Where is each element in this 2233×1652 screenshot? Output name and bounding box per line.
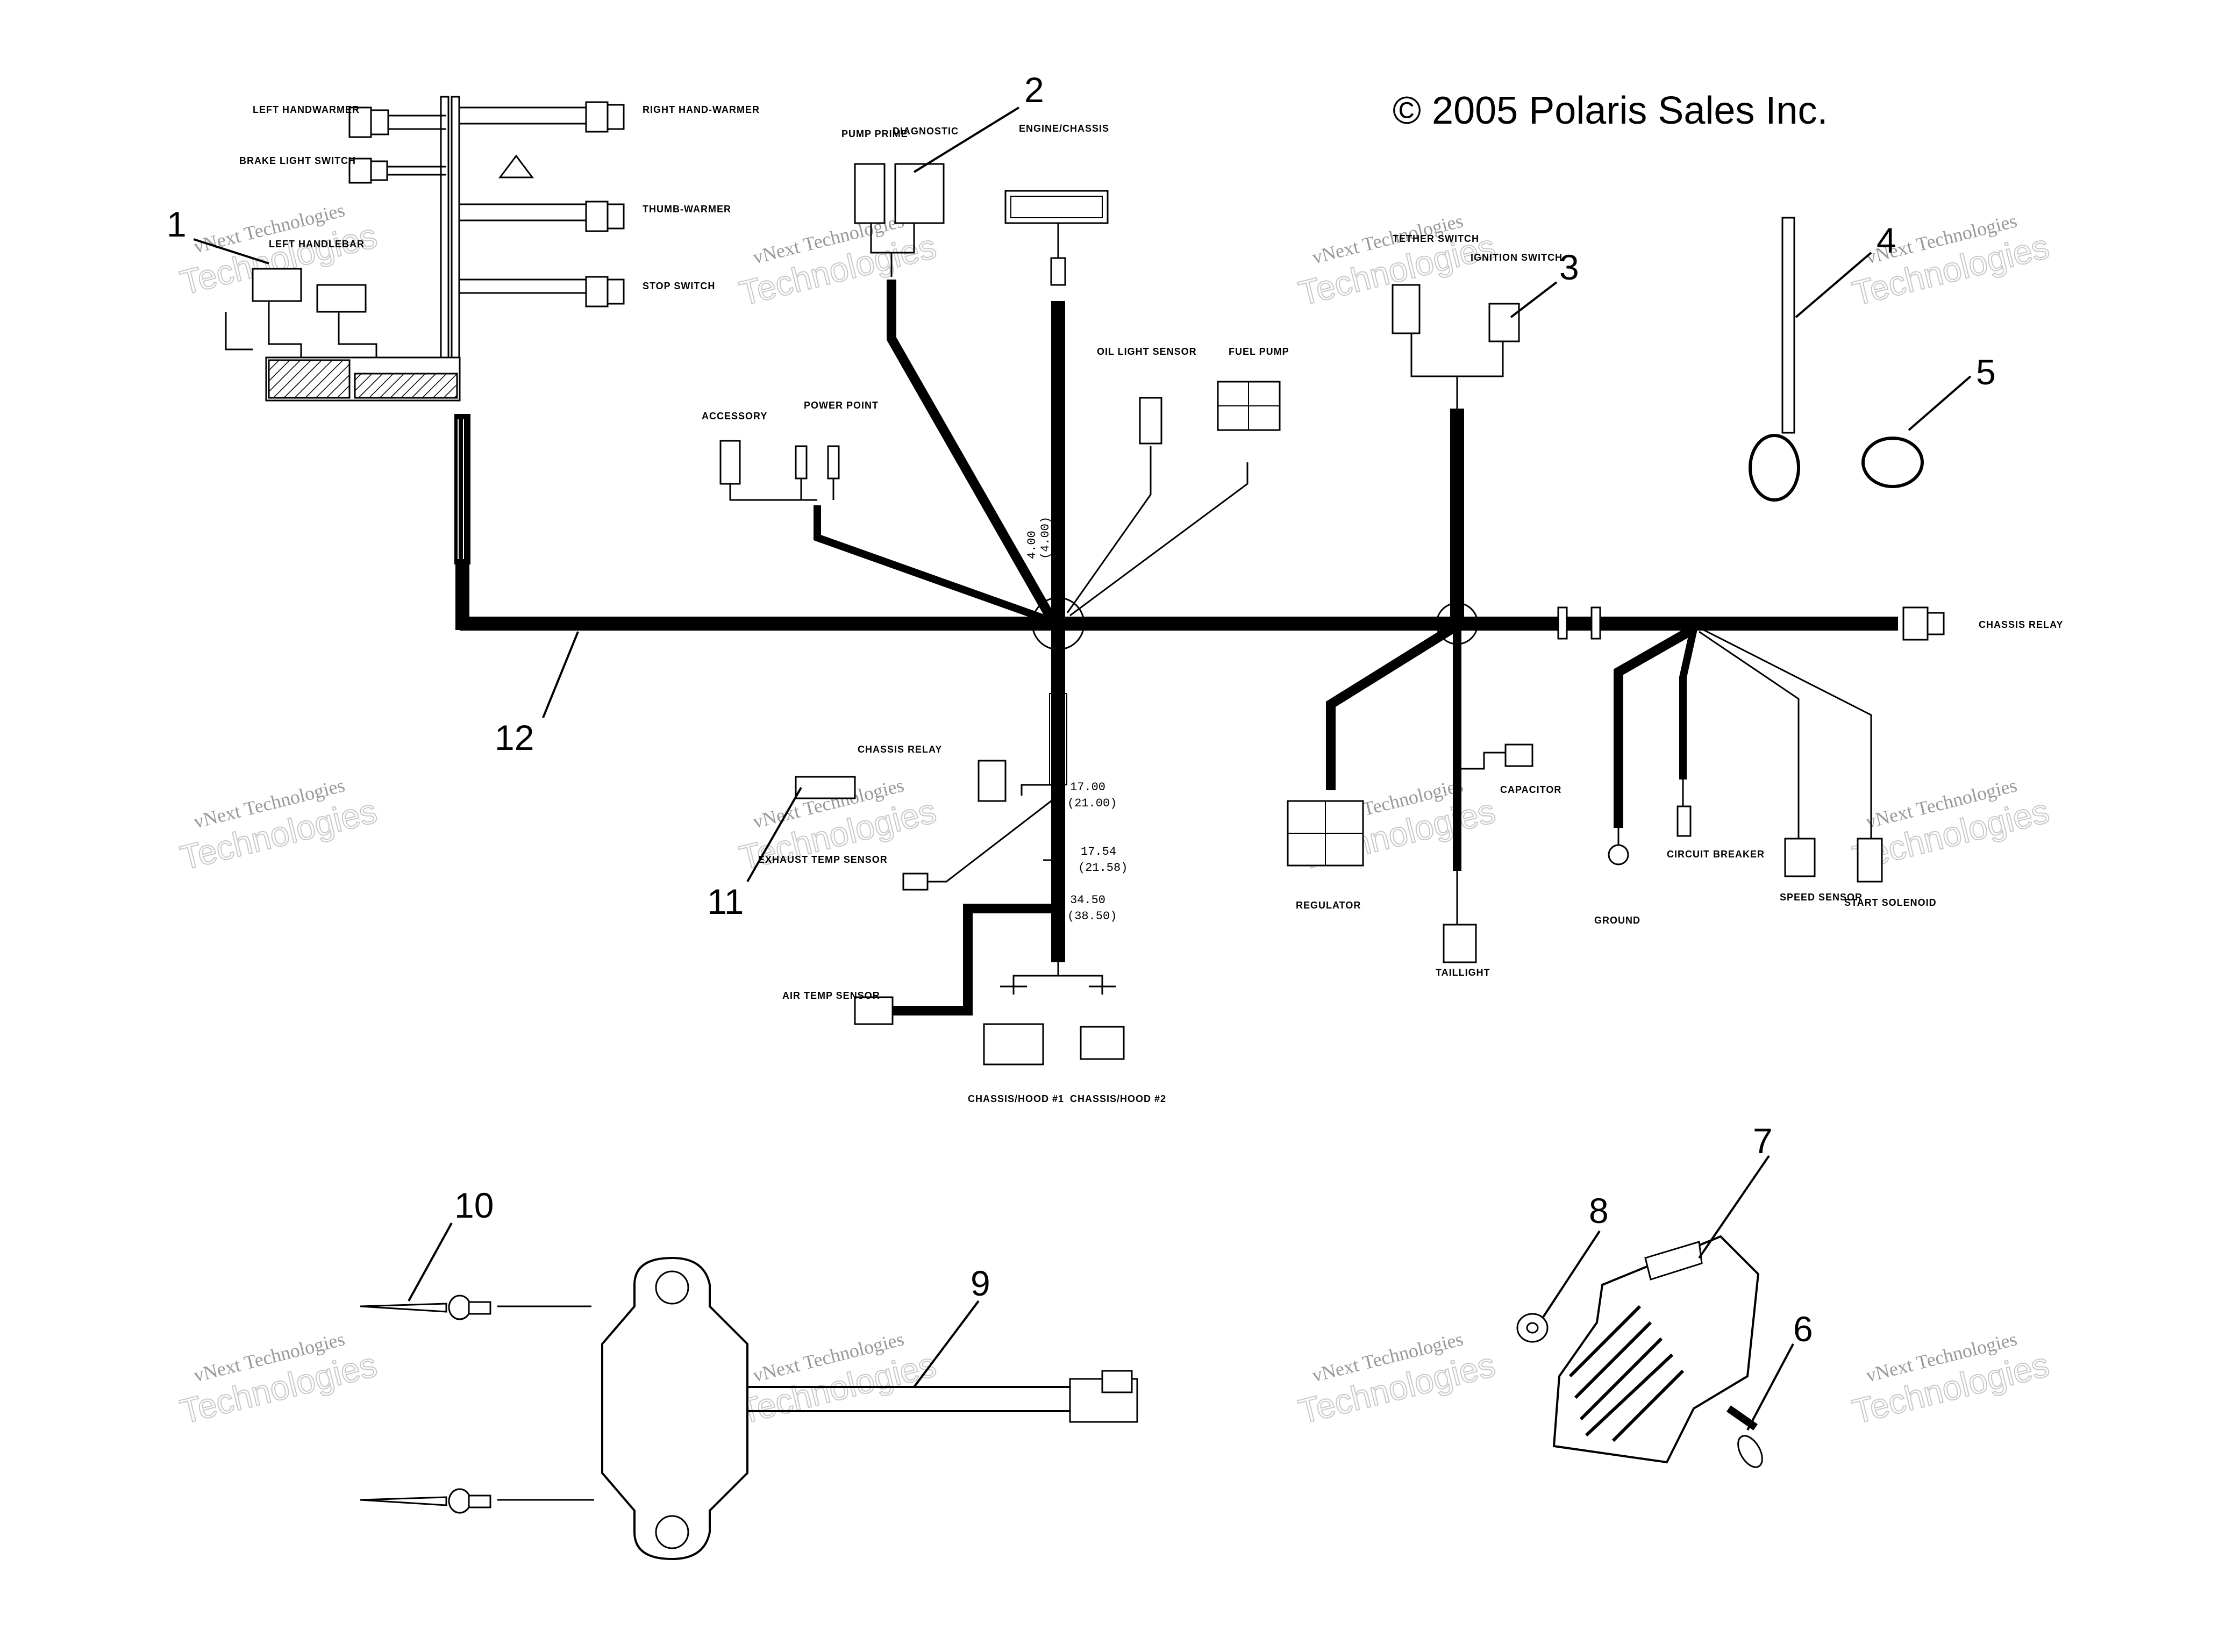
strap-parts xyxy=(1749,217,1924,502)
callout-11: 11 xyxy=(707,882,744,921)
chassis-hood-1-label: CHASSIS/HOOD #1 xyxy=(968,1093,1064,1104)
exhaust-temp-sensor-connector xyxy=(902,873,929,891)
diagnostic-connector xyxy=(894,163,945,224)
lower-center-connectors: CHASSIS RELAY EXHAUST TEMP SENSOR AIR TE… xyxy=(758,744,1166,1104)
chassis-relay-connector xyxy=(978,760,1007,802)
cdi-module-part xyxy=(360,1256,1138,1561)
tether-switch-connector xyxy=(1392,284,1421,334)
fuel-pump-label: FUEL PUMP xyxy=(1229,346,1289,357)
start-solenoid-label-1: START SOLENOID xyxy=(1844,897,1937,908)
diagnostic-label: DIAGNOSTIC xyxy=(893,126,959,137)
pump-prime-connector xyxy=(854,163,886,224)
clip-part xyxy=(1861,437,1924,488)
ground-terminal xyxy=(1608,844,1629,866)
stop-switch-label: STOP SWITCH xyxy=(643,281,715,291)
capacitor-connector xyxy=(1504,743,1533,767)
copyright-notice: © 2005 Polaris Sales Inc. xyxy=(1393,89,1828,132)
callout-9: 9 xyxy=(971,1263,990,1303)
oil-light-sensor-label: OIL LIGHT SENSOR xyxy=(1097,346,1197,357)
chassis-relay-right: CHASSIS RELAY xyxy=(1902,606,2063,641)
left-handwarmer-label: LEFT HANDWARMER xyxy=(253,104,360,115)
taillight-label: TAILLIGHT xyxy=(1436,967,1490,978)
thumb-warmer-label: THUMB-WARMER xyxy=(643,204,731,214)
exhaust-temp-sensor-label: EXHAUST TEMP SENSOR xyxy=(758,854,888,865)
stop-switch-connector xyxy=(460,276,625,307)
rivet-part xyxy=(360,1295,491,1320)
dimension-text: 34.50 xyxy=(1070,893,1105,907)
accessory-connectors: ACCESSORY POWER POINT xyxy=(702,400,879,501)
accessory-label: ACCESSORY xyxy=(702,411,767,421)
callout-2: 2 xyxy=(1024,70,1044,110)
callout-8: 8 xyxy=(1589,1191,1609,1231)
thumb-warmer-connector xyxy=(460,201,625,232)
main-harness xyxy=(454,280,1898,1015)
circuit-breaker-label-1: CIRCUIT BREAKER xyxy=(1667,849,1765,860)
sensor-connectors-top: OIL LIGHT SENSOR FUEL PUMP xyxy=(1097,346,1289,445)
warning-triangle-icon xyxy=(498,154,534,178)
callout-3: 3 xyxy=(1559,247,1579,287)
dimension-text: (4.00) xyxy=(1039,517,1052,559)
callout-7: 7 xyxy=(1753,1121,1773,1161)
oil-light-sensor-connector xyxy=(1139,397,1162,445)
callout-4: 4 xyxy=(1877,220,1896,260)
callout-numbers: 1 2 3 4 5 6 7 8 9 10 11 12 xyxy=(167,70,1996,1349)
start-solenoid-connector xyxy=(1857,838,1883,883)
right-handwarmer-connector xyxy=(460,101,625,133)
circuit-breaker-connector xyxy=(1676,805,1692,837)
dimension-text: 17.54 xyxy=(1081,845,1116,859)
chassis-relay-label: CHASSIS RELAY xyxy=(1979,619,2063,630)
speed-sensor-connector xyxy=(1784,838,1816,877)
chassis-hood-2-label: CHASSIS/HOOD #2 xyxy=(1070,1093,1166,1104)
power-point-label-1: POWER POINT xyxy=(804,400,879,411)
dimension-text: (38.50) xyxy=(1067,910,1117,923)
dimension-text: (21.00) xyxy=(1067,797,1117,810)
air-temp-sensor-connector xyxy=(854,996,894,1025)
regulator-part xyxy=(1516,1235,1763,1468)
right-handwarmer-label: RIGHT HAND-WARMER xyxy=(643,104,760,115)
taillight-connector xyxy=(1443,924,1477,963)
ground-label: GROUND xyxy=(1594,915,1640,926)
speed-sensor-label-1: SPEED SENSOR xyxy=(1780,892,1863,903)
callout-10: 10 xyxy=(454,1185,494,1225)
ignition-switch-connector xyxy=(1488,303,1520,342)
accessory-connector xyxy=(719,440,741,485)
tether-ignition-connectors: TETHER SWITCH IGNITION SWITCH xyxy=(1392,233,1563,409)
ignition-switch-label: IGNITION SWITCH xyxy=(1471,252,1563,263)
screw-part xyxy=(1726,1405,1763,1468)
engine-chassis-label: ENGINE/CHASSIS xyxy=(1019,123,1109,134)
left-handwarmer-connector xyxy=(348,106,446,138)
brake-light-switch-label: BRAKE LIGHT SWITCH xyxy=(239,155,356,166)
tether-switch-label: TETHER SWITCH xyxy=(1393,233,1479,244)
regulator-label: REGULATOR xyxy=(1296,900,1361,911)
callout-12: 12 xyxy=(495,718,534,757)
lower-right-connectors: REGULATOR CAPACITOR TAILLIGHT GROUND CIR… xyxy=(1287,743,1937,978)
dimension-text: 4.00 xyxy=(1025,531,1039,559)
left-handlebar-label: LEFT HANDLEBAR xyxy=(269,239,365,249)
cable-tie-part xyxy=(1781,217,1795,434)
brake-light-switch-connector xyxy=(348,158,446,184)
relay-part xyxy=(795,776,856,799)
callout-leaders xyxy=(193,106,1972,1431)
callout-5: 5 xyxy=(1976,352,1996,392)
pump-prime-label: PUMP PRIME xyxy=(841,128,908,139)
rivet-part xyxy=(360,1488,491,1514)
engine-chassis-connector xyxy=(1004,190,1109,286)
callout-6: 6 xyxy=(1793,1309,1813,1349)
chassis-hood-2-connector xyxy=(1080,1026,1125,1060)
capacitor-label: CAPACITOR xyxy=(1500,784,1561,795)
chassis-relay-left-label: CHASSIS RELAY xyxy=(858,744,942,755)
top-left-connector-cluster: LEFT HANDWARMER BRAKE LIGHT SWITCH RIGHT… xyxy=(225,96,760,402)
top-center-connectors: PUMP PRIME DIAGNOSTIC ENGINE/CHASSIS 4.0… xyxy=(841,123,1109,559)
callout-1: 1 xyxy=(167,204,187,244)
chassis-hood-1-connector xyxy=(983,1023,1044,1065)
dimension-text: 17.00 xyxy=(1070,781,1105,794)
left-handlebar-connector xyxy=(225,268,377,357)
air-temp-sensor-label: AIR TEMP SENSOR xyxy=(782,990,880,1001)
dimension-text: (21.58) xyxy=(1078,861,1128,875)
